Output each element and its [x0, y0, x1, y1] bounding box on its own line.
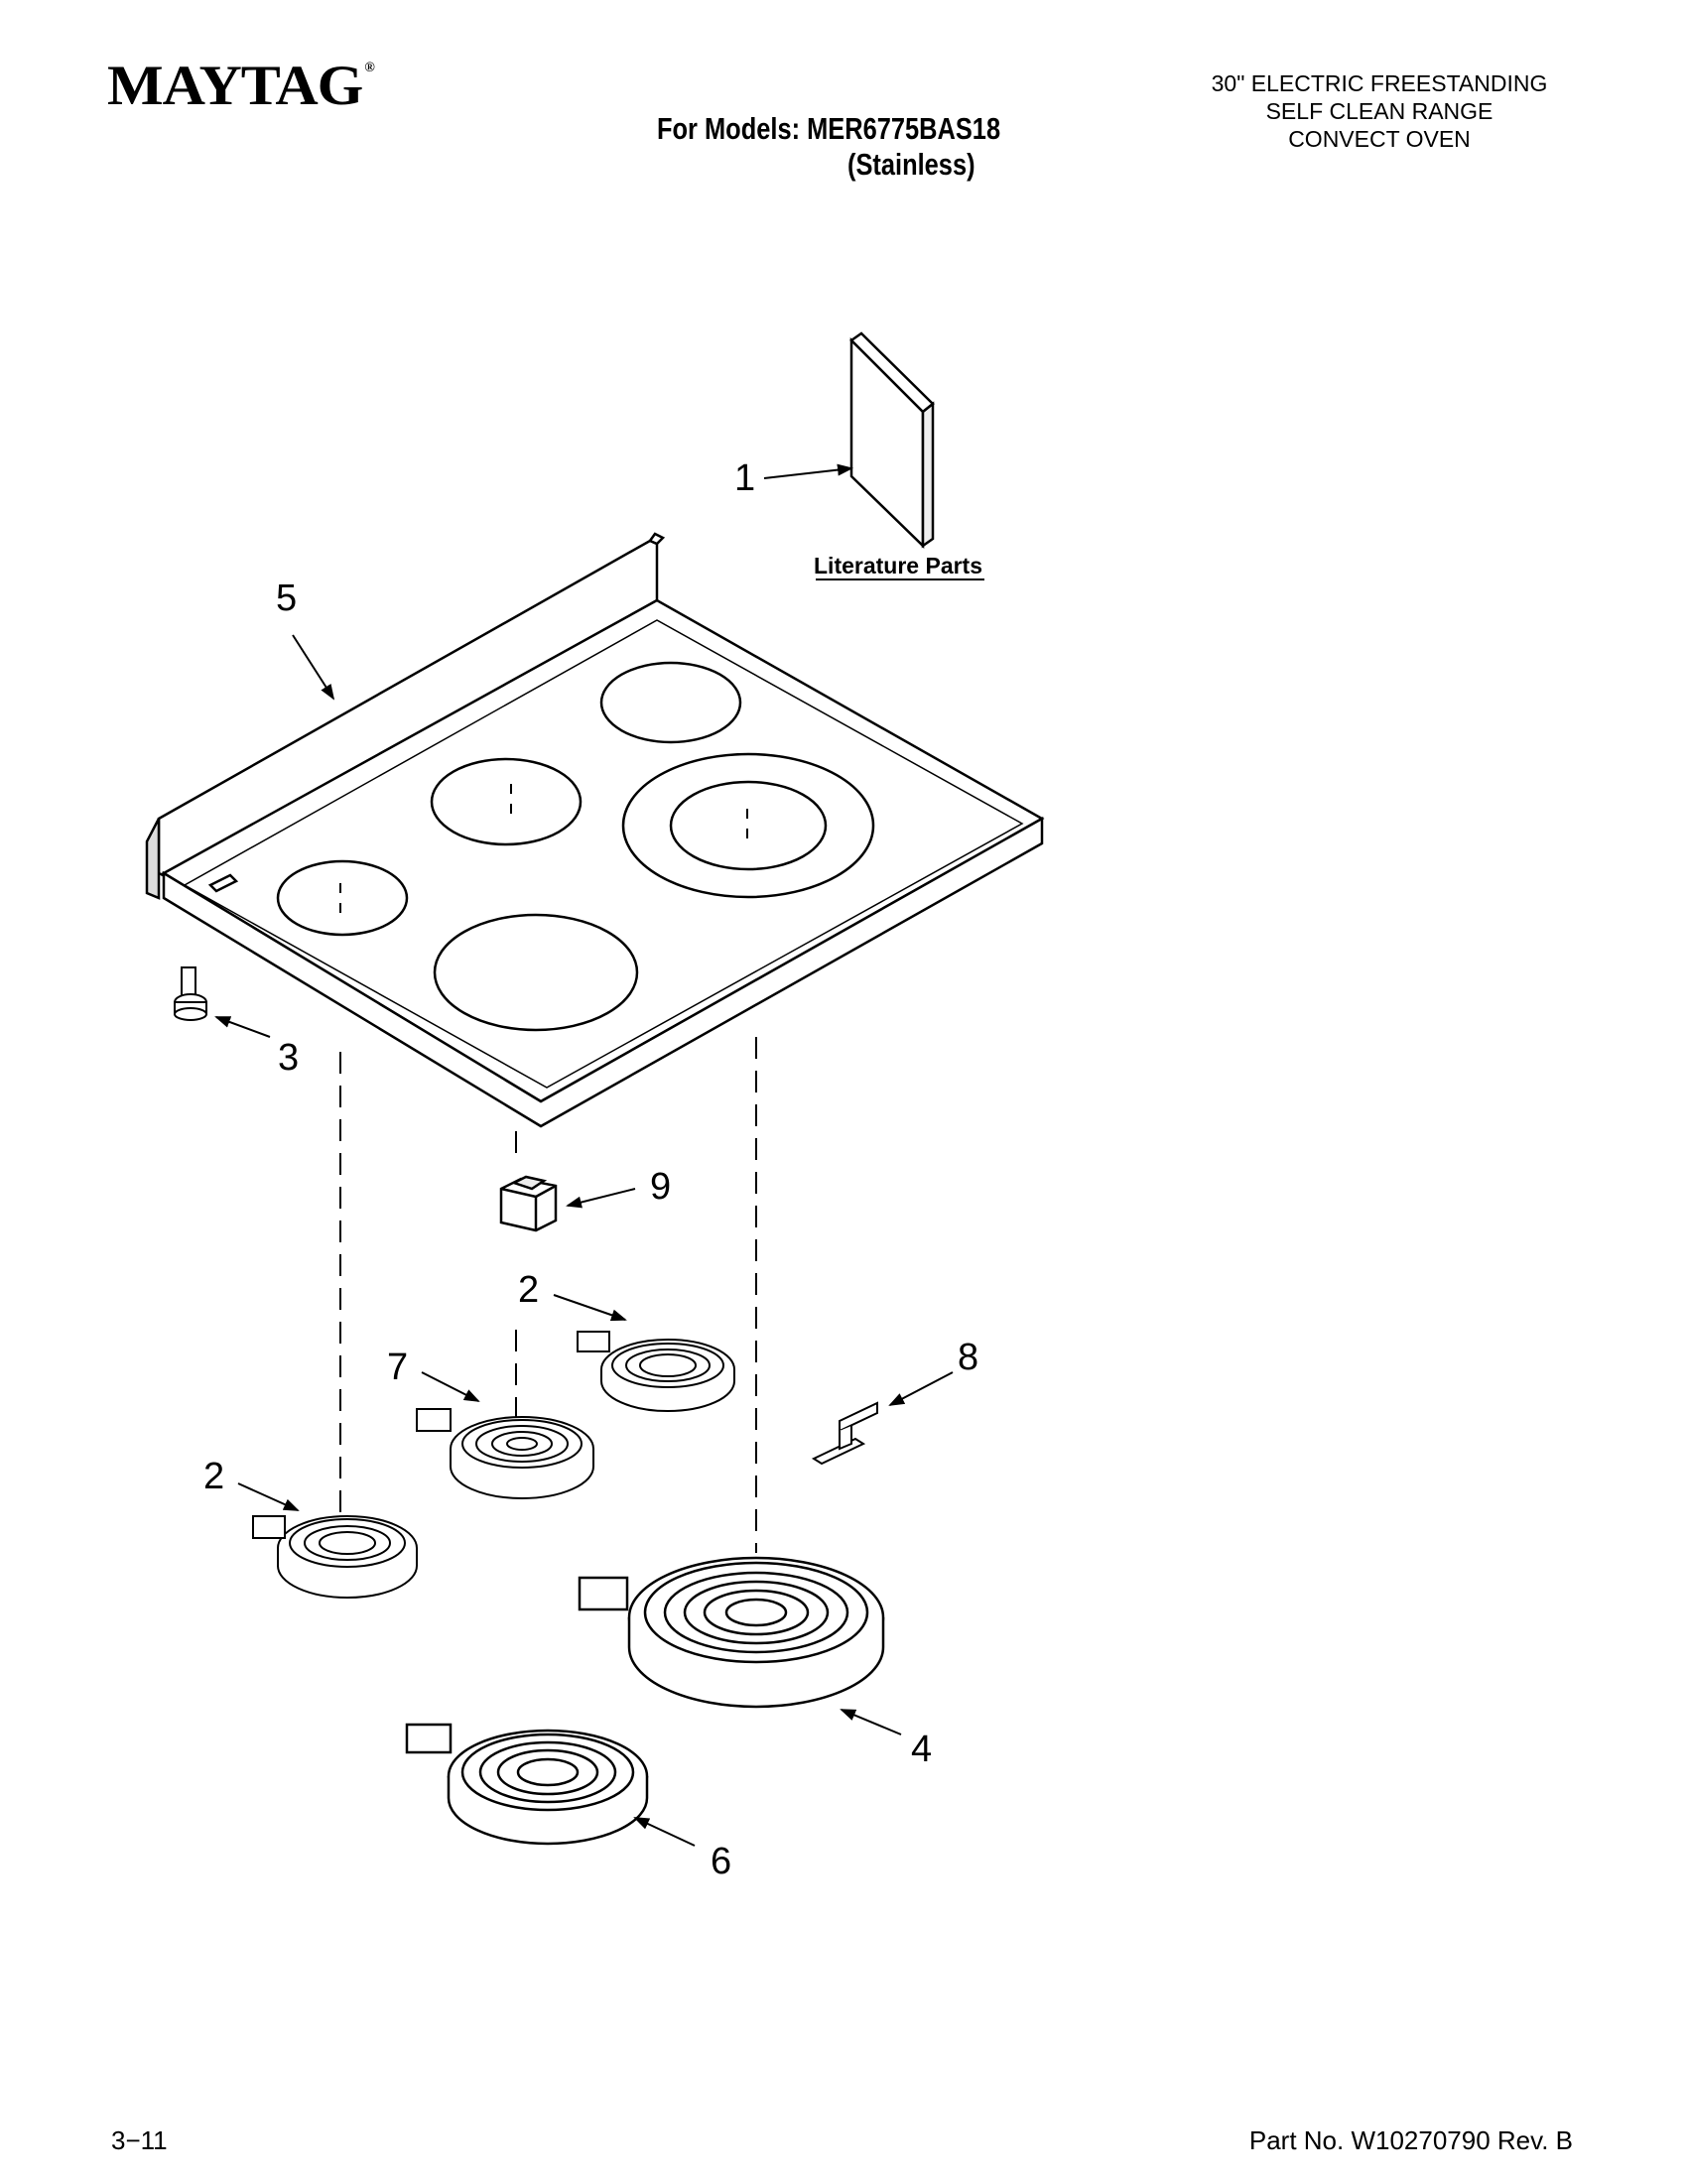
callout-4: 4: [911, 1729, 932, 1770]
callout-2-lower: 2: [203, 1456, 224, 1497]
part-7-element: [416, 1408, 594, 1499]
callout-8-leader: [888, 1371, 954, 1406]
callout-7: 7: [387, 1347, 408, 1388]
callout-3-leader: [214, 1016, 271, 1038]
part-8-bracket: [811, 1401, 878, 1466]
part-number: Part No. W10270790 Rev. B: [1248, 2125, 1573, 2155]
part-2-lower-element: [252, 1515, 418, 1599]
models-heading: For Models: MER6775BAS18: [657, 111, 1001, 146]
description-line-1: 30" ELECTRIC FREESTANDING: [1211, 70, 1548, 96]
page-number: 3−11: [111, 2125, 168, 2155]
callout-2-upper-leader: [553, 1294, 627, 1322]
literature-booklet: [849, 331, 935, 549]
part-3-leveling-leg: [174, 966, 207, 1021]
part-6-element: [405, 1723, 649, 1846]
callout-3: 3: [278, 1037, 299, 1079]
callout-2-lower-leader: [237, 1482, 300, 1511]
callout-8: 8: [958, 1337, 978, 1378]
part-9-block: [499, 1175, 558, 1232]
brand-logo: MAYTAG®: [107, 54, 375, 117]
callout-9: 9: [650, 1166, 671, 1208]
callout-1-leader: [763, 463, 853, 479]
callout-1: 1: [734, 457, 755, 499]
description-line-3: CONVECT OVEN: [1288, 126, 1471, 152]
part-4-dual-element: [578, 1556, 885, 1709]
part-2-upper-element: [577, 1331, 735, 1412]
models-finish: (Stainless): [847, 147, 975, 182]
callout-2-upper: 2: [518, 1269, 539, 1311]
callout-6-leader: [633, 1817, 696, 1847]
description-line-2: SELF CLEAN RANGE: [1265, 98, 1493, 124]
callout-9-leader: [566, 1188, 636, 1209]
callout-7-leader: [421, 1371, 480, 1402]
callout-6: 6: [711, 1841, 731, 1882]
cooktop: [145, 532, 1045, 1128]
callout-5: 5: [276, 578, 297, 619]
product-description: 30" ELECTRIC FREESTANDING SELF CLEAN RAN…: [1171, 69, 1588, 153]
callout-4-leader: [840, 1709, 902, 1735]
callout-5-leader: [292, 634, 335, 701]
literature-label: Literature Parts: [814, 553, 982, 578]
